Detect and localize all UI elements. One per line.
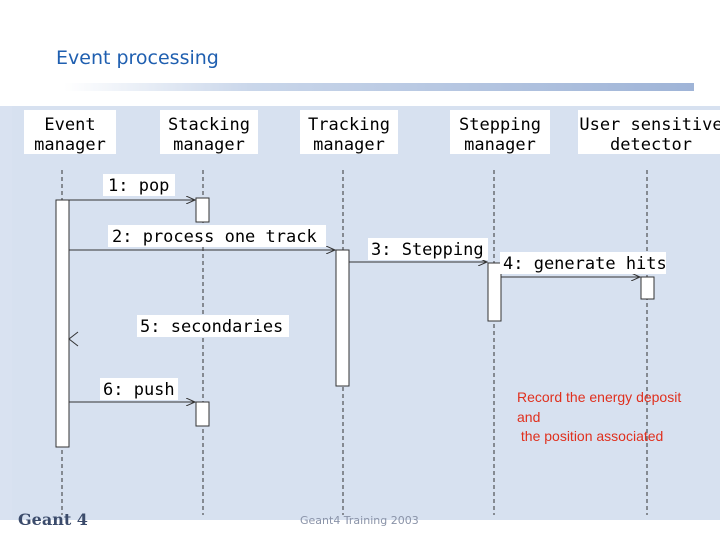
message-label-push: 6: push: [100, 378, 178, 400]
slide-title: Event processing: [56, 47, 219, 69]
message-text: 6: push: [103, 380, 175, 400]
activation-stacking-push: [195, 401, 210, 427]
message-label-secondaries: 5: secondaries: [137, 315, 289, 337]
message-text: 2: process one track: [112, 227, 317, 247]
actor-event-manager: Event manager: [24, 110, 116, 155]
actor-label-line2: manager: [173, 135, 245, 155]
actor-stepping-manager: Stepping manager: [450, 110, 550, 155]
note-line-3: the position associated: [517, 428, 664, 444]
message-text: 1: pop: [108, 176, 169, 196]
footer-text: Geant4 Training 2003: [300, 514, 419, 527]
actor-label-line2: manager: [464, 135, 536, 155]
title-underline-bar: [64, 83, 694, 91]
activation-stepping-manager: [487, 262, 502, 322]
message-label-generate-hits: 4: generate hits: [500, 252, 667, 274]
actor-label-line2: manager: [313, 135, 385, 155]
footer-logo: Geant 4: [18, 510, 88, 529]
message-text: 5: secondaries: [140, 317, 283, 337]
activation-event-manager: [55, 199, 70, 448]
actor-label-line1: Stacking: [168, 115, 250, 135]
activation-tracking-manager: [335, 249, 350, 387]
message-arrow-secondaries: [68, 331, 79, 347]
note-line-1: Record the energy deposit: [517, 389, 682, 405]
actor-label-line1: Event: [44, 115, 95, 135]
actor-tracking-manager: Tracking manager: [300, 110, 398, 155]
actor-stacking-manager: Stacking manager: [160, 110, 258, 155]
message-text: 4: generate hits: [503, 254, 667, 274]
actor-label-line1: User sensitive: [579, 115, 720, 135]
activation-stacking-pop: [195, 197, 210, 223]
actor-label-line2: detector: [610, 135, 692, 155]
message-label-pop: 1: pop: [103, 174, 175, 196]
message-label-stepping: 3: Stepping: [368, 238, 488, 260]
message-label-process-one-track: 2: process one track: [108, 225, 326, 247]
activation-detector: [640, 276, 655, 300]
actor-label-line2: manager: [34, 135, 106, 155]
actor-label-line1: Stepping: [459, 115, 541, 135]
message-text: 3: Stepping: [371, 240, 484, 260]
actor-label-line1: Tracking: [308, 115, 390, 135]
annotation-note: Record the energy deposit and the positi…: [517, 388, 720, 447]
note-line-2: and: [517, 408, 541, 425]
actor-user-sensitive-detector: User sensitive detector: [578, 110, 720, 155]
